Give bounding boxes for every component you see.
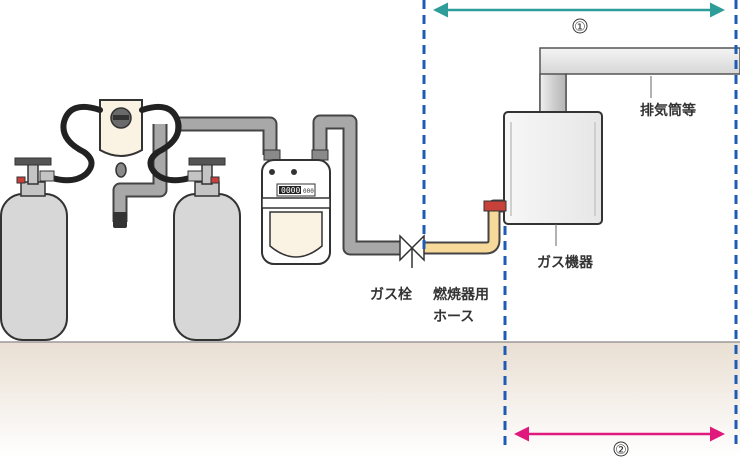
meter-sub-counter: 000	[303, 188, 314, 195]
gas-cylinder-icon	[173, 157, 241, 341]
regulator-icon	[99, 99, 143, 178]
label-exhaust: 排気筒等	[640, 102, 696, 119]
gas-meter-icon: 0000 000	[261, 149, 331, 265]
gas-appliance-icon	[503, 111, 603, 246]
label-hose-line1: 燃焼器用	[433, 286, 489, 303]
gas-pipe	[112, 114, 400, 256]
range1-marker: ①	[574, 20, 586, 35]
range2-marker: ②	[615, 443, 627, 458]
pigtail-hose	[49, 104, 193, 184]
meter-counter: 0000	[281, 186, 300, 195]
label-appliance: ガス機器	[537, 254, 594, 271]
gas-cylinder-icon	[0, 157, 68, 341]
gas-valve-icon	[399, 234, 425, 268]
label-hose-line2: ホース	[433, 309, 474, 325]
ground	[0, 342, 740, 458]
label-gas-valve: ガス栓	[370, 286, 412, 303]
